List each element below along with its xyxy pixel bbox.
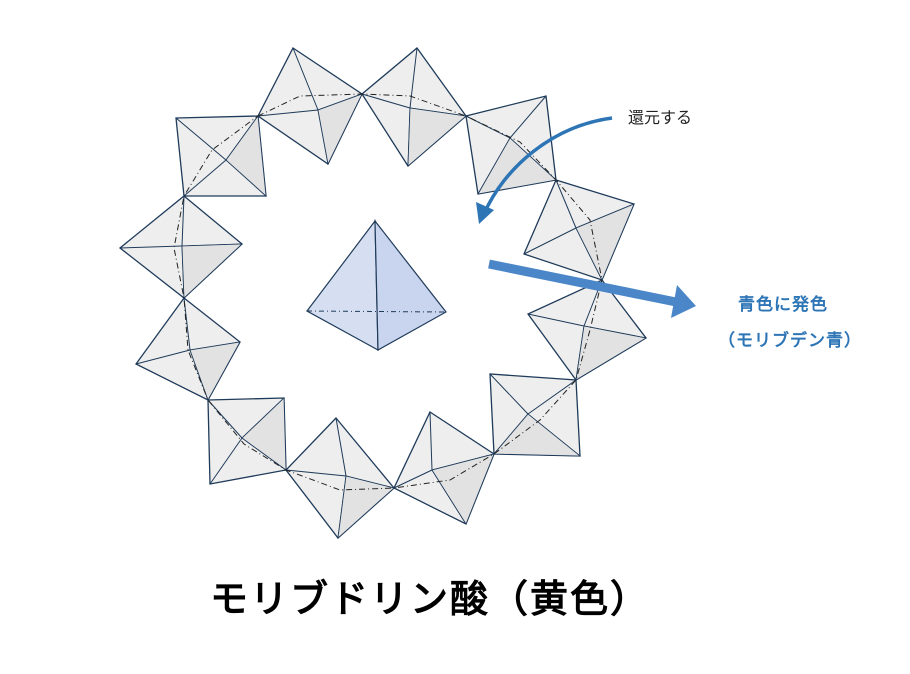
reduce-curved-arrow [482, 116, 613, 215]
octahedron-edge [429, 411, 433, 471]
molybdenum-blue-label: （モリブデン青） [718, 331, 862, 351]
reduce-arrowhead [476, 202, 494, 224]
octahedron-facet [181, 243, 244, 299]
octahedron-10 [207, 397, 287, 485]
octahedron-6 [118, 195, 244, 299]
octahedron-facet [225, 114, 267, 197]
octahedron-edge [181, 195, 185, 247]
octahedron-facet [575, 203, 635, 281]
octahedron-edge [393, 469, 433, 489]
octahedron-edge [361, 93, 411, 109]
octahedron-edge [207, 399, 243, 439]
octahedron-7 [527, 279, 648, 381]
octahedron-11 [285, 417, 395, 540]
octahedron-facet [493, 413, 582, 457]
central-tetrahedron [306, 219, 447, 352]
develop-arrowhead [671, 285, 696, 318]
octahedron-facet [189, 341, 241, 401]
octahedron-edge [523, 227, 577, 255]
octahedron-4 [175, 114, 267, 197]
octahedron-facet [431, 453, 495, 525]
octahedron-edge [555, 179, 577, 229]
tetra-left-face [306, 219, 379, 352]
octahedron-edge [183, 159, 227, 197]
octahedron-12 [393, 411, 495, 525]
blue-color-label: 青色に発色 [738, 295, 828, 315]
octahedron-facet [407, 107, 467, 167]
octahedron-1 [257, 47, 363, 166]
octahedron-facet [575, 325, 648, 381]
octahedron-5 [523, 179, 635, 281]
octahedra-ring [118, 47, 648, 540]
octahedron-edge [257, 109, 319, 117]
octahedron-facet [337, 475, 395, 540]
octahedron-edge [527, 379, 577, 415]
octahedron-edge [409, 47, 418, 109]
octahedron-edge [292, 47, 319, 111]
octahedron-edge [119, 245, 183, 249]
octahedron-facet [317, 93, 363, 166]
reduce-label: 還元する [628, 108, 693, 127]
octahedron-edge [489, 373, 529, 415]
octahedron-facet [241, 397, 287, 471]
develop-arrow-shaft [488, 259, 677, 307]
octahedron-edge [335, 417, 347, 477]
tetra-right-face [374, 219, 447, 352]
octahedron-edge [285, 469, 347, 477]
diagram-title: モリブドリン酸（黄色） [210, 577, 651, 621]
octahedron-edge [527, 313, 585, 327]
octahedron-9 [489, 373, 582, 457]
octahedron-edge [175, 117, 227, 161]
octahedron-edge [209, 437, 243, 485]
octahedron-edge [509, 95, 547, 139]
octahedron-edge [135, 349, 191, 365]
octahedron-2 [361, 47, 467, 167]
